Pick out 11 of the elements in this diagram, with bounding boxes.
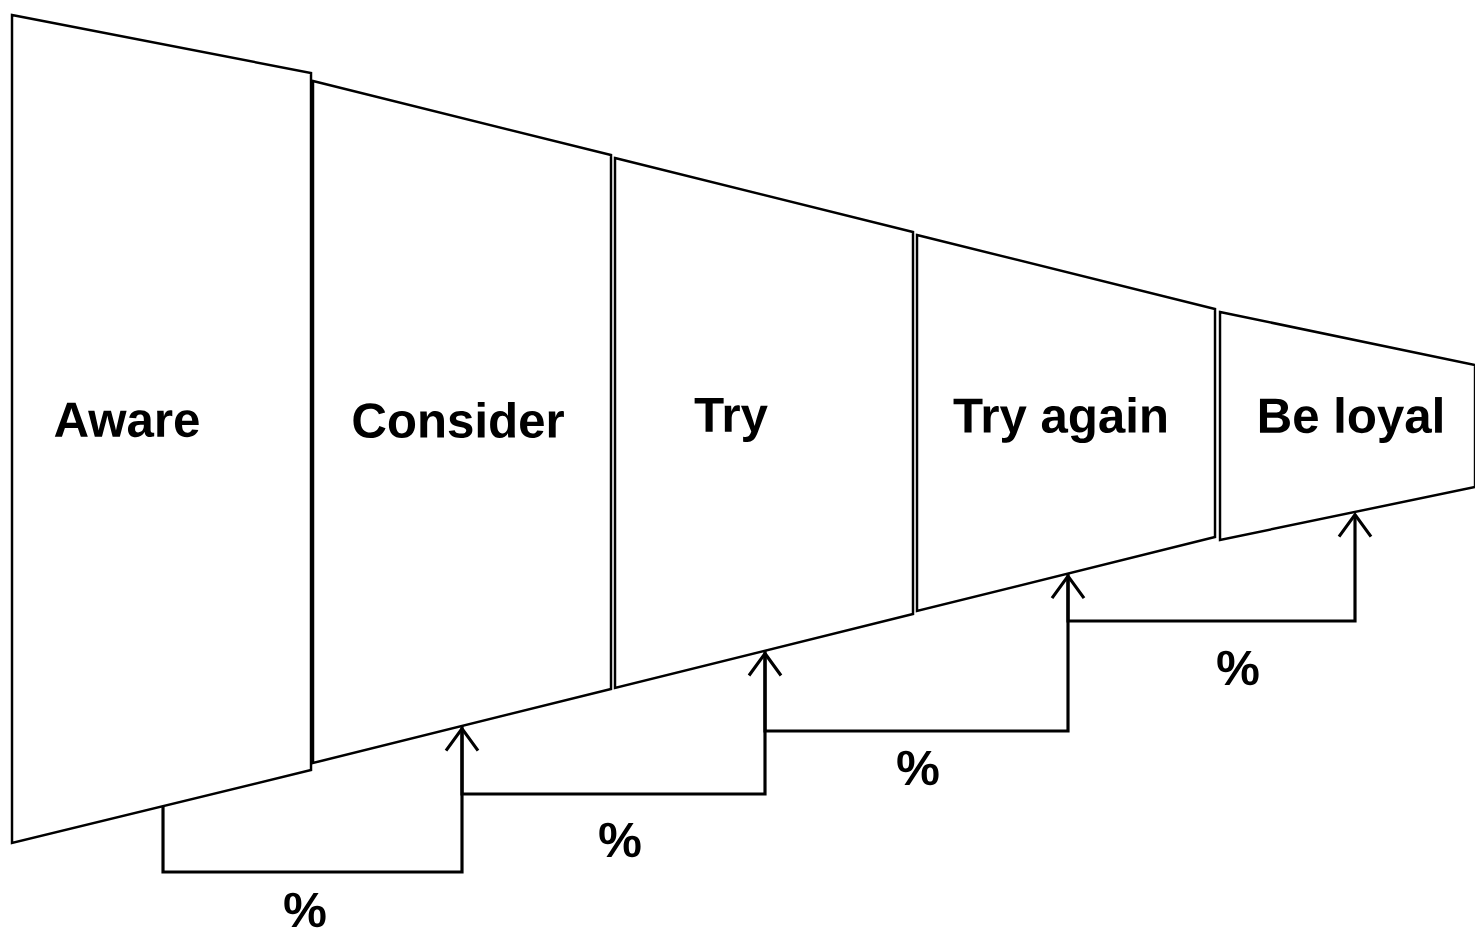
edge-label: % bbox=[594, 819, 646, 861]
funnel-stage: Consider bbox=[311, 79, 613, 765]
funnel-stage: Try bbox=[613, 156, 915, 690]
elbow-arrow bbox=[161, 726, 480, 874]
edge-label: % bbox=[279, 889, 331, 931]
funnel-stage: Be loyal bbox=[1218, 310, 1475, 542]
funnel-stage: Try again bbox=[915, 233, 1217, 613]
edge-label: % bbox=[892, 747, 944, 789]
funnel-stage: Aware bbox=[10, 13, 313, 845]
edge-label: % bbox=[1212, 647, 1264, 689]
elbow-arrow bbox=[1066, 511, 1373, 623]
